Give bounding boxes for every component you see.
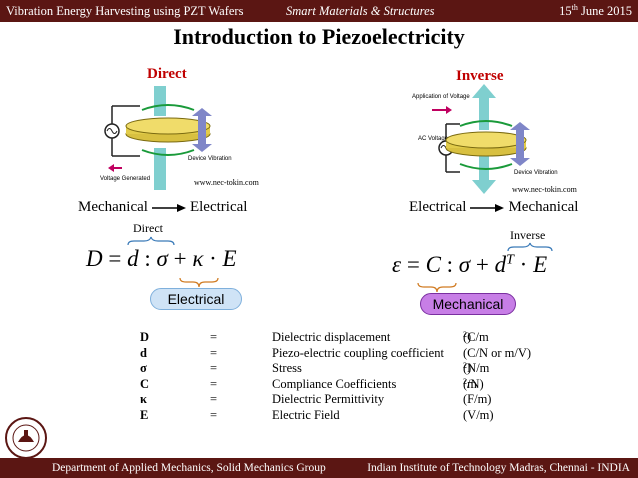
inverse-brace-icon xyxy=(507,242,553,252)
svg-text:Voltage Generated: Voltage Generated xyxy=(100,176,150,182)
header-bar: Vibration Energy Harvesting using PZT Wa… xyxy=(0,0,638,22)
mechanical-pill: Mechanical xyxy=(420,293,516,315)
footer-bar: Department of Applied Mechanics, Solid M… xyxy=(0,458,638,478)
header-date: 15th June 2015 xyxy=(559,2,632,19)
header-left-title: Vibration Energy Harvesting using PZT Wa… xyxy=(6,3,244,18)
svg-text:Device Vibration: Device Vibration xyxy=(514,170,558,176)
right-arrow-icon xyxy=(151,203,186,212)
inverse-flow: Electrical Mechanical xyxy=(409,199,578,216)
slide-title: Introduction to Piezoelectricity xyxy=(173,24,465,49)
direct-result-brace-icon xyxy=(179,277,219,288)
direct-flow-from: Mechanical xyxy=(78,199,148,215)
inverse-image-credit: www.nec-tokin.com xyxy=(512,185,577,194)
svg-text:AC Voltage: AC Voltage xyxy=(418,136,449,142)
inverse-heading: Inverse xyxy=(456,68,504,84)
electrical-pill: Electrical xyxy=(150,288,242,310)
direct-image-credit: www.nec-tokin.com xyxy=(194,178,259,187)
footer-department: Department of Applied Mechanics, Solid M… xyxy=(52,462,326,474)
footer-institute: Indian Institute of Technology Madras, C… xyxy=(367,462,630,474)
inverse-effect-figure: Application of Voltage AC Voltage Device… xyxy=(412,84,558,194)
header-course: Smart Materials & Structures xyxy=(286,3,435,18)
inverse-flow-from: Electrical xyxy=(409,199,467,215)
svg-text:Device Vibration: Device Vibration xyxy=(188,156,232,162)
direct-brace-label: Direct xyxy=(133,221,163,235)
direct-heading: Direct xyxy=(147,66,187,82)
direct-flow-to: Electrical xyxy=(189,199,248,215)
direct-flow: Mechanical Electrical xyxy=(78,199,247,216)
inverse-brace-label: Inverse xyxy=(510,228,546,242)
inverse-equation: ε = C : σ + dT · E xyxy=(392,252,548,277)
direct-brace-icon xyxy=(127,236,175,246)
direct-effect-figure: Voltage Generated Device Vibration xyxy=(100,86,232,190)
right-arrow-icon xyxy=(470,203,505,212)
institute-seal-logo xyxy=(5,417,47,459)
inverse-flow-to: Mechanical xyxy=(508,199,579,215)
inverse-result-brace-icon xyxy=(417,282,457,293)
svg-text:Application of Voltage: Application of Voltage xyxy=(412,94,470,100)
direct-equation: D = d : σ + κ · E xyxy=(86,246,237,271)
